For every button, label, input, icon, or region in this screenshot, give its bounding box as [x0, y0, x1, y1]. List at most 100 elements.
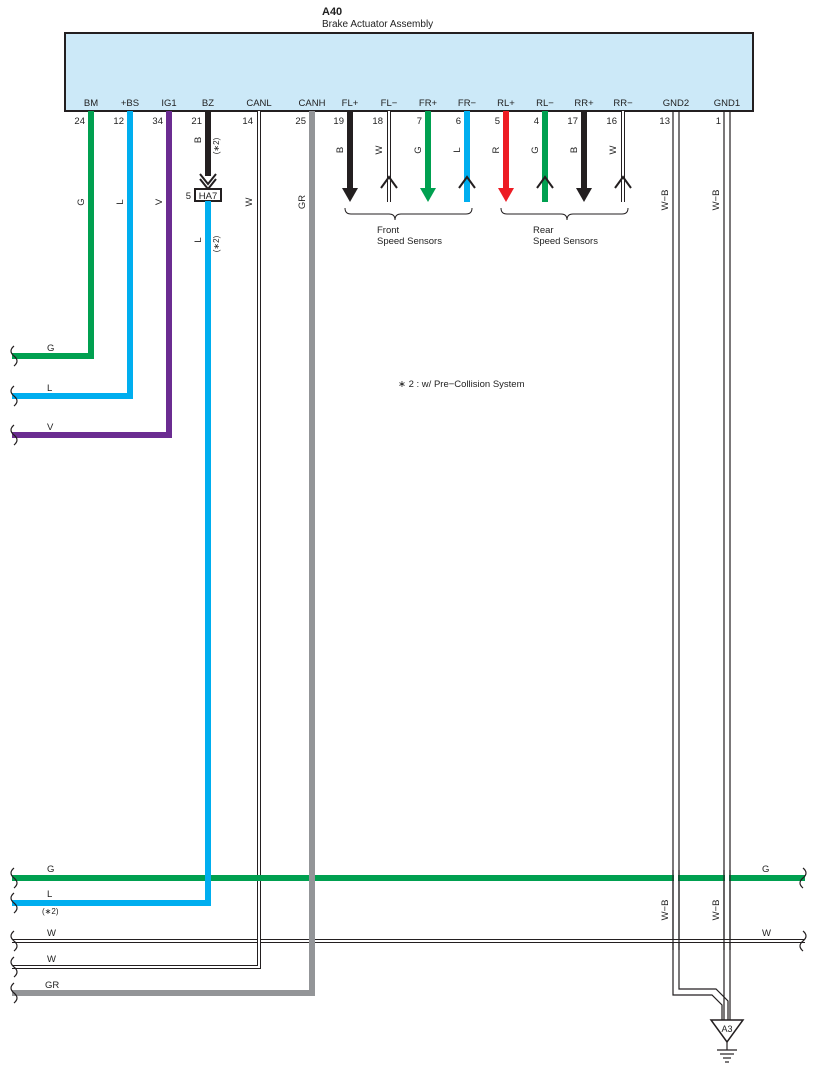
pin-number-canh: 25: [295, 116, 306, 127]
pin-name-gnd1: GND1: [714, 98, 740, 109]
pin-number-bz: 21: [191, 116, 202, 127]
note-pre-collision: ∗ 2 : w/ Pre−Collision System: [398, 379, 525, 390]
brake-actuator-box: [64, 32, 754, 112]
rrp-arrow-down-icon: [576, 188, 592, 202]
pin-name-frp: FR+: [419, 98, 438, 109]
pin-name-bz: BZ: [202, 98, 214, 109]
flp-arrow-down-icon: [342, 188, 358, 202]
pin-name-canl: CANL: [246, 98, 271, 109]
label-canh-wire: GR: [297, 195, 308, 209]
rrm-arrow-up-icon: [614, 175, 632, 189]
pin-number-ig1: 34: [152, 116, 163, 127]
label-bz-l-option: (∗2): [212, 235, 221, 252]
label-left-2: V: [47, 422, 54, 433]
component-code: A40: [322, 6, 342, 18]
pin-number-frm: 6: [456, 116, 461, 127]
flm-arrow-up-icon: [380, 175, 398, 189]
label-left-6: W: [47, 954, 56, 965]
pin-name-gnd2: GND2: [663, 98, 689, 109]
label-right-0: G: [762, 864, 769, 875]
pin-number-gnd1: 1: [716, 116, 721, 127]
frm-arrow-up-icon: [458, 175, 476, 189]
ground-label: A3: [721, 1024, 732, 1034]
pin-number-frp: 7: [417, 116, 422, 127]
connector-ha7-label: HA7: [199, 191, 217, 202]
ground-triangle: [709, 1019, 745, 1044]
label-canl-wire: W: [244, 197, 255, 206]
rlm-arrow-up-icon: [536, 175, 554, 189]
wire-bs-l: [12, 111, 133, 399]
rear-sensors-brace: [500, 207, 629, 221]
pin-number-canl: 14: [242, 116, 253, 127]
label-gnd1-wire: W−B: [711, 190, 722, 211]
wire-canl-w-outline: [12, 111, 261, 969]
right-wire-ends: [799, 867, 807, 952]
label-left-3: G: [47, 864, 54, 875]
label-rrp-wire: B: [569, 147, 580, 153]
pin-number-gnd2: 13: [659, 116, 670, 127]
pin-number-bm: 24: [74, 116, 85, 127]
label-left-4-option: (∗2): [42, 907, 59, 916]
label-left-0: G: [47, 343, 54, 354]
label-bz-wire: B: [193, 137, 204, 143]
label-flp-wire: B: [335, 147, 346, 153]
connector-ha7-pin: 5: [186, 191, 191, 202]
label-left-4: L: [47, 889, 52, 900]
label-gnd2-wire: W−B: [660, 190, 671, 211]
rear-sensors-label-2: Speed Sensors: [533, 236, 598, 247]
bz-arrow-icon: [199, 173, 217, 186]
rlp-arrow-down-icon: [498, 188, 514, 202]
pin-number-rrm: 16: [606, 116, 617, 127]
wire-canl-w: [12, 111, 260, 968]
label-ig1-wire: V: [154, 198, 165, 205]
label-bz-option: (∗2): [212, 137, 221, 154]
pin-number-rrp: 17: [567, 116, 578, 127]
component-name: Brake Actuator Assembly: [322, 19, 433, 30]
pin-number-flm: 18: [372, 116, 383, 127]
pin-name-canh: CANH: [299, 98, 326, 109]
label-rlm-wire: G: [530, 146, 541, 153]
pin-name-bm: BM: [84, 98, 98, 109]
label-left-7: GR: [45, 980, 59, 991]
label-flm-wire: W: [374, 145, 385, 154]
label-rlp-wire: R: [491, 146, 502, 153]
rear-sensors-label-1: Rear: [533, 225, 554, 236]
front-sensors-label-1: Front: [377, 225, 400, 236]
pin-name-rrm: RR−: [613, 98, 633, 109]
wire-canh-gr: [12, 111, 315, 996]
label-frp-wire: G: [413, 146, 424, 153]
frp-arrow-down-icon: [420, 188, 436, 202]
gnd1-gap-g: [725, 872, 729, 884]
pin-name-bs: +BS: [121, 98, 139, 109]
pin-number-rlp: 5: [495, 116, 500, 127]
gnd1-wire: [723, 111, 731, 1020]
pin-name-flm: FL−: [381, 98, 398, 109]
gnd-cross: [672, 870, 731, 950]
pin-name-frm: FR−: [458, 98, 477, 109]
label-gnd1-wire-lower: W−B: [711, 900, 722, 921]
label-right-1: W: [762, 928, 771, 939]
gnd2-gap-g: [674, 872, 678, 884]
left-wire-ends: [10, 345, 18, 1004]
wire-ig1-v: [12, 111, 172, 438]
pin-number-flp: 19: [333, 116, 344, 127]
wire-bm-g: [12, 111, 94, 359]
pin-number-rlm: 4: [534, 116, 539, 127]
label-bm-wire: G: [76, 198, 87, 205]
label-rrm-wire: W: [608, 145, 619, 154]
pin-name-rrp: RR+: [574, 98, 594, 109]
wire-bz-l: [12, 201, 211, 906]
label-bs-wire: L: [115, 199, 126, 204]
label-gnd2-wire-lower: W−B: [660, 900, 671, 921]
label-frm-wire: L: [452, 147, 463, 152]
pin-name-flp: FL+: [342, 98, 359, 109]
label-left-1: L: [47, 383, 52, 394]
label-left-5: W: [47, 928, 56, 939]
pin-name-rlp: RL+: [497, 98, 515, 109]
label-bz-l-wire: L: [193, 237, 204, 242]
front-sensors-label-2: Speed Sensors: [377, 236, 442, 247]
front-sensors-brace: [344, 207, 473, 221]
pin-name-rlm: RL−: [536, 98, 554, 109]
pin-name-ig1: IG1: [161, 98, 176, 109]
